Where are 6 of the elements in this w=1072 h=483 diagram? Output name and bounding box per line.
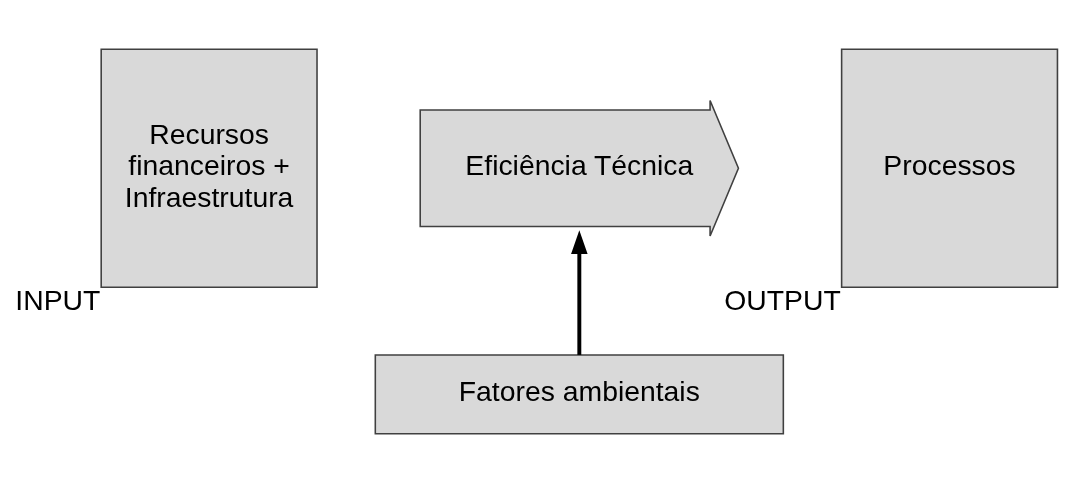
node-box: Fatores ambientais: [374, 354, 785, 435]
node-box: Processos: [840, 48, 1059, 288]
node-label: INPUT: [15, 283, 101, 316]
node-label: OUTPUT: [724, 283, 841, 316]
node-box: Recursos financeiros + Infraestrutura: [100, 48, 318, 288]
arrow: [571, 230, 588, 355]
